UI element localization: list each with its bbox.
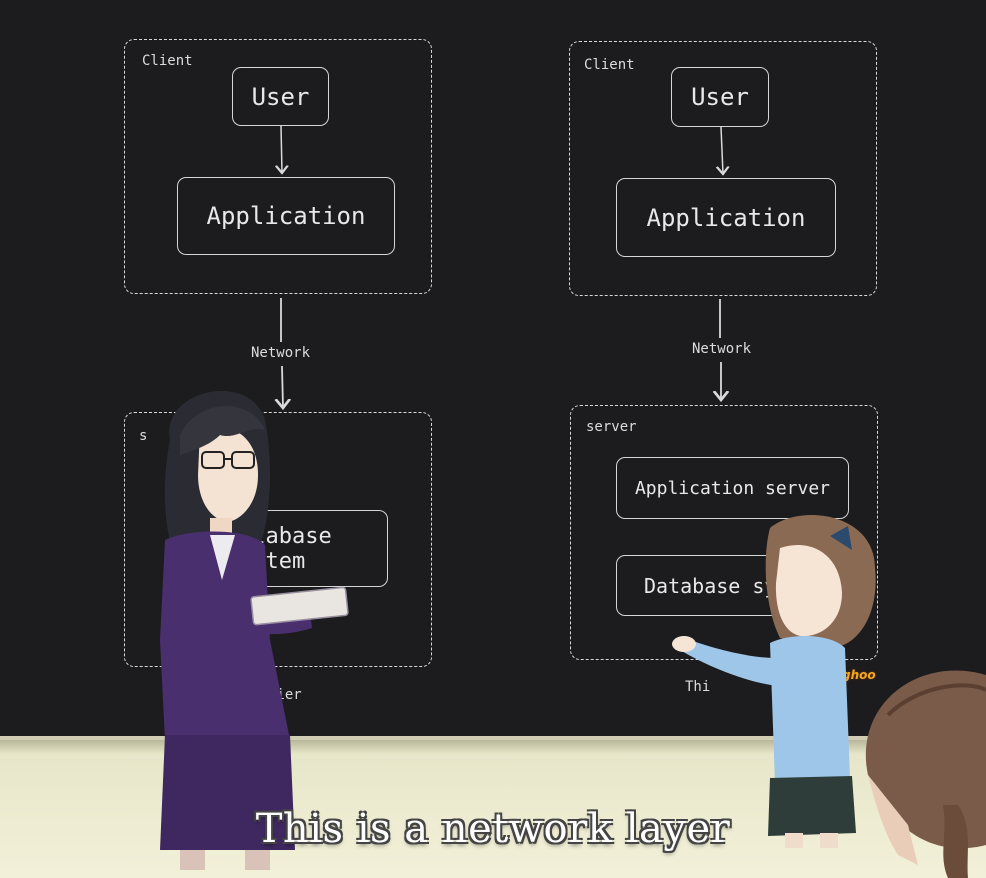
right-client-label: Client xyxy=(584,57,635,73)
right-database-box: Database sy xyxy=(616,555,847,616)
left-network-label: Network xyxy=(249,345,313,361)
left-application-box: Application xyxy=(177,177,395,255)
right-server-label: server xyxy=(586,419,637,435)
right-network-label: Network xyxy=(690,341,754,357)
left-user-to-app-arrow xyxy=(281,125,282,173)
left-client-group xyxy=(124,39,432,294)
student-back-head xyxy=(865,670,986,878)
left-server-group xyxy=(124,412,432,667)
sticker-text: ghoo xyxy=(842,668,876,682)
subtitle-caption: This is a network layer xyxy=(255,806,731,852)
right-client-group xyxy=(569,41,877,296)
left-server-label: s xyxy=(139,428,148,444)
diagram-arrows xyxy=(0,125,986,745)
right-tier-caption: Thi xyxy=(685,679,711,695)
teacher-character xyxy=(160,391,349,870)
left-user-box: User xyxy=(232,67,329,126)
left-network-arrow-bottom xyxy=(282,365,283,408)
right-user-box: User xyxy=(671,67,769,127)
right-user-to-app-arrow xyxy=(721,126,723,174)
left-client-label: Client xyxy=(142,53,193,69)
right-application-box: Application xyxy=(616,178,836,257)
right-database-label: Database sy xyxy=(644,573,777,598)
student-character xyxy=(672,515,876,848)
right-application-server-box: Application server xyxy=(616,457,849,519)
